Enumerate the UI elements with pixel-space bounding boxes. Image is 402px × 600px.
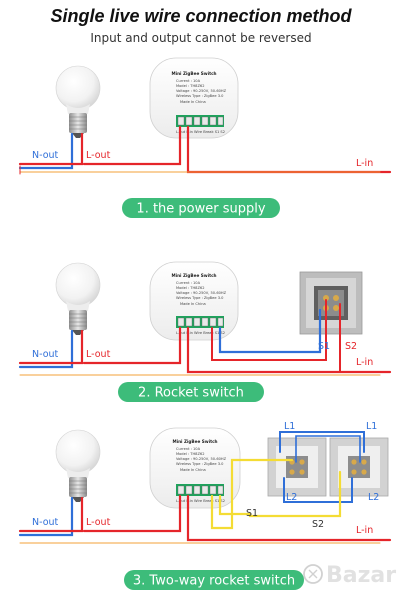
- label-l-out: L-out: [86, 150, 111, 161]
- terminal-labels: L-out L-in Wire Break S1 S2: [176, 130, 225, 134]
- module-spec-2: Model : TH8Z62: [176, 286, 205, 290]
- label-s1: S1: [318, 341, 330, 352]
- module-spec-1: Current : 10A: [176, 281, 201, 285]
- banner-label: 2. Rocket switch: [138, 386, 244, 401]
- module-spec-3: Voltage : 90-250V, 50-60HZ: [176, 457, 227, 461]
- module-made-in: Made In China: [180, 100, 206, 104]
- module-spec-1: Current : 10A: [176, 79, 201, 83]
- label-n-out: N-out: [32, 150, 59, 161]
- label-n-out: N-out: [32, 349, 59, 360]
- label-s2: S2: [312, 519, 324, 530]
- module-name: Mini ZigBee Switch: [171, 71, 216, 76]
- two-way-switch-left: [267, 437, 327, 497]
- label-l-out: L-out: [86, 349, 111, 360]
- banner-two-way-rocket-switch: 3. Two-way rocket switch: [124, 570, 304, 590]
- label-l2-left: L2: [286, 492, 297, 503]
- banner-rocket-switch: 2. Rocket switch: [118, 382, 264, 402]
- section-power-supply: Mini ZigBee Switch Current : 10A Model :…: [18, 57, 392, 218]
- rocker-switch: [299, 271, 363, 335]
- zigbee-module: Mini ZigBee Switch Current : 10A Model :…: [149, 57, 239, 139]
- module-spec-4: Wireless Type : ZigBee 3.0: [176, 462, 224, 466]
- terminal-labels: L-out L-in Wire Break S1 S2: [176, 331, 225, 335]
- watermark-text: Bazar: [326, 563, 396, 588]
- light-bulb: [55, 65, 101, 138]
- zigbee-module: Mini ZigBee Switch Current : 10A Model :…: [149, 261, 239, 341]
- terminal-labels: L-out L-in Wire Break S1 S2: [176, 499, 225, 503]
- light-bulb: [55, 429, 101, 502]
- label-n-out: N-out: [32, 517, 59, 528]
- label-s2: S2: [345, 341, 357, 352]
- banner-power-supply: 1. the power supply: [122, 198, 280, 218]
- module-spec-3: Voltage : 90-250V, 50-60HZ: [176, 89, 227, 93]
- module-name: Mini ZigBee Switch: [171, 273, 216, 278]
- module-spec-4: Wireless Type : ZigBee 3.0: [176, 296, 224, 300]
- page-title: Single live wire connection method: [50, 6, 352, 26]
- bazar-watermark: Bazar: [303, 563, 396, 588]
- module-name: Mini ZigBee Switch: [172, 439, 217, 444]
- module-spec-4: Wireless Type : ZigBee 3.0: [176, 94, 224, 98]
- label-l-in: L-in: [356, 525, 373, 536]
- label-l1-left: L1: [284, 421, 295, 432]
- wires-section-2: [18, 299, 392, 376]
- label-l-out: L-out: [86, 517, 111, 528]
- module-spec-2: Model : TH8Z62: [176, 452, 205, 456]
- label-l-in: L-in: [356, 357, 373, 368]
- banner-label: 1. the power supply: [136, 202, 265, 217]
- module-made-in: Made In China: [180, 302, 206, 306]
- label-l-in: L-in: [356, 158, 373, 169]
- section-two-way-rocket-switch: Mini ZigBee Switch Current : 10A Model :…: [18, 421, 392, 590]
- light-bulb: [55, 262, 101, 335]
- zigbee-module: Mini ZigBee Switch Current : 10A Model :…: [149, 427, 241, 509]
- two-way-switch-right: [329, 437, 389, 497]
- label-s1: S1: [246, 508, 258, 519]
- section-rocket-switch: Mini ZigBee Switch Current : 10A Model :…: [18, 261, 392, 402]
- label-l2-right: L2: [368, 492, 379, 503]
- module-spec-2: Model : TH8Z62: [176, 84, 205, 88]
- page-subtitle: Input and output cannot be reversed: [90, 31, 312, 45]
- module-spec-1: Current : 10A: [176, 447, 201, 451]
- banner-label: 3. Two-way rocket switch: [133, 574, 295, 589]
- wires-section-1: [18, 125, 392, 175]
- wires-section-3: [18, 431, 392, 544]
- module-spec-3: Voltage : 90-250V, 50-60HZ: [176, 291, 227, 295]
- label-l1-right: L1: [366, 421, 377, 432]
- module-made-in: Made In China: [180, 468, 206, 472]
